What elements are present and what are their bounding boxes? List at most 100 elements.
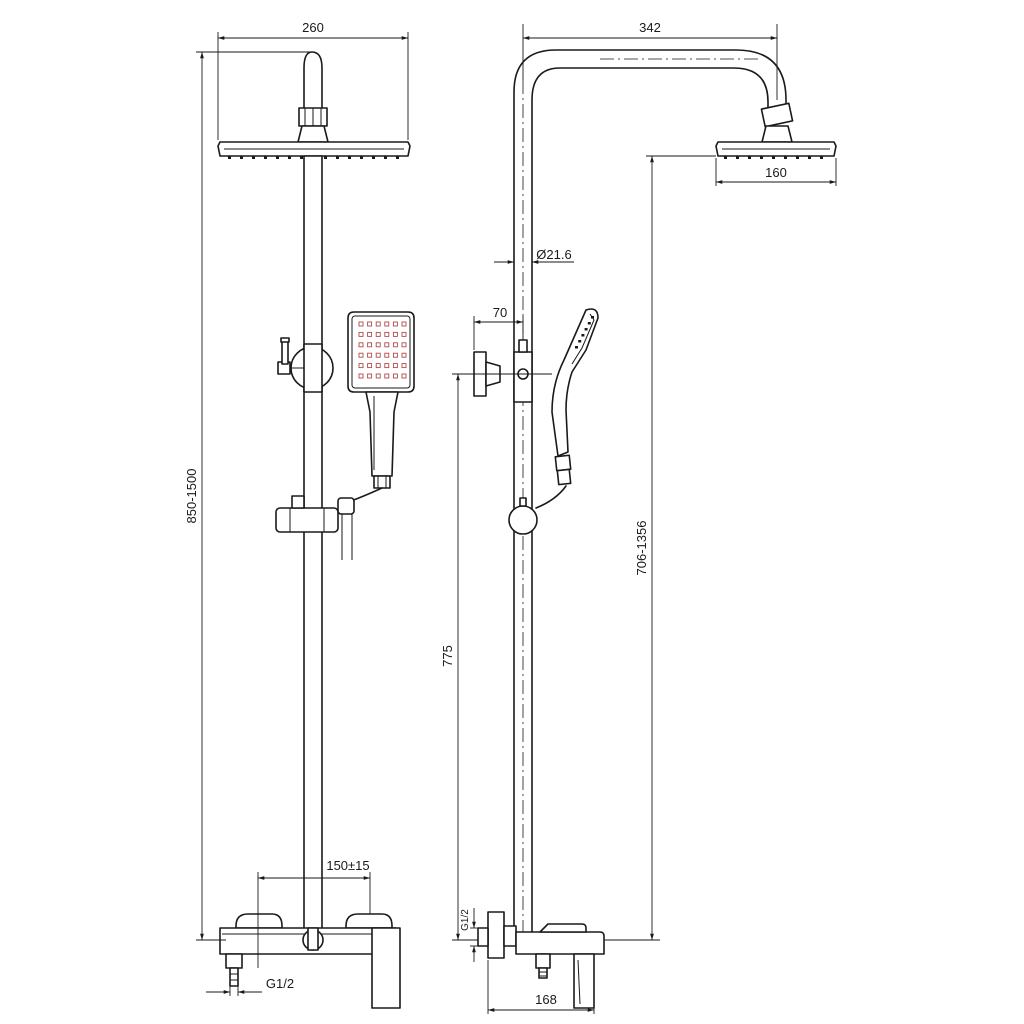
shower-arm: [513, 49, 787, 936]
spray-dot: [401, 342, 407, 348]
nozzle: [820, 156, 823, 159]
label-head-width: 260: [302, 20, 324, 35]
slide-holder: [275, 495, 355, 560]
spray-dot: [367, 373, 373, 379]
nozzle: [772, 156, 775, 159]
nozzle: [760, 156, 763, 159]
nozzle: [252, 156, 255, 159]
spray-dot: [358, 331, 364, 337]
diverter-lever: [281, 339, 289, 365]
nozzle: [748, 156, 751, 159]
side-view: 342 160 Ø21.6 70 775: [440, 20, 837, 1014]
nozzle: [264, 156, 267, 159]
spray-dot: [367, 331, 373, 337]
spray-dot: [392, 331, 398, 337]
front-view: 260 850-1500 150±15 G1/2: [184, 20, 415, 1009]
spray-dot: [401, 321, 407, 327]
dim-front-inlet-thread: G1/2: [206, 976, 294, 996]
nozzle: [228, 156, 231, 159]
label-side-head-diameter: 160: [765, 165, 787, 180]
spray-dot: [384, 342, 390, 348]
dim-holder-height: 775: [440, 373, 552, 941]
nozzle: [276, 156, 279, 159]
spray-dot: [358, 363, 364, 369]
mixer-body: [219, 913, 401, 1009]
dim-body-depth: 168: [487, 960, 595, 1014]
dim-head-height: 706-1356: [604, 155, 716, 941]
spray-dot: [392, 373, 398, 379]
nozzle: [384, 156, 387, 159]
nozzle: [240, 156, 243, 159]
main-pipe: [303, 155, 323, 937]
side-mixer: [477, 911, 605, 1009]
nozzle: [396, 156, 399, 159]
spray-dot: [367, 363, 373, 369]
side-shower-head: [715, 141, 837, 159]
spray-dot: [384, 373, 390, 379]
dim-pipe-diameter: Ø21.6: [494, 247, 574, 264]
overhead-shower-head: [217, 141, 411, 159]
label-total-height: 850-1500: [184, 469, 199, 524]
head-connector: [297, 125, 329, 143]
nozzle: [372, 156, 375, 159]
spray-dot: [375, 321, 381, 327]
label-inlet-spacing: 150±15: [326, 858, 369, 873]
side-wall-flange: [487, 911, 505, 959]
dim-side-inlet-thread: G1/2: [460, 908, 478, 962]
spray-dot: [375, 331, 381, 337]
spray-dot: [367, 342, 373, 348]
spray-dot: [358, 321, 364, 327]
label-body-depth: 168: [535, 992, 557, 1007]
nozzle: [591, 316, 594, 319]
nozzle: [578, 340, 582, 343]
hand-shower: [347, 311, 415, 489]
spray-dot: [384, 331, 390, 337]
side-hand-shower: [551, 308, 599, 486]
spray-dot: [375, 363, 381, 369]
spray-dot: [384, 352, 390, 358]
label-front-inlet-thread: G1/2: [266, 976, 294, 991]
nozzle: [581, 334, 585, 337]
nozzle: [796, 156, 799, 159]
dim-total-height: 850-1500: [184, 51, 312, 941]
spray-dot: [375, 373, 381, 379]
nozzle: [736, 156, 739, 159]
spray-dot: [384, 321, 390, 327]
nozzle: [324, 156, 327, 159]
label-knob-offset: 70: [493, 305, 507, 320]
dim-knob-offset: 70: [473, 305, 524, 350]
nozzle: [724, 156, 727, 159]
nozzle: [288, 156, 291, 159]
side-holder-knob: [508, 505, 538, 535]
spray-dot: [392, 363, 398, 369]
nozzle: [587, 322, 591, 325]
spray-dot: [392, 321, 398, 327]
nozzle: [348, 156, 351, 159]
spray-dot: [375, 342, 381, 348]
spray-dot: [367, 321, 373, 327]
nozzle: [784, 156, 787, 159]
nozzle: [336, 156, 339, 159]
label-head-height: 706-1356: [634, 521, 649, 576]
dim-inlet-spacing: 150±15: [257, 858, 371, 968]
pipe-overlay: [303, 343, 323, 393]
spray-dot: [401, 373, 407, 379]
spray-dot: [367, 352, 373, 358]
dim-side-head-diameter: 160: [715, 158, 837, 186]
side-head-nut: [760, 102, 794, 128]
spray-dot: [358, 342, 364, 348]
spray-dot: [401, 331, 407, 337]
spray-dot: [392, 342, 398, 348]
label-side-inlet-thread: G1/2: [460, 909, 471, 931]
spray-dot: [392, 352, 398, 358]
spray-dot: [384, 363, 390, 369]
nozzle: [575, 346, 578, 349]
nozzle: [808, 156, 811, 159]
nozzle: [584, 328, 588, 331]
dim-head-width: 260: [217, 20, 409, 140]
label-pipe-diameter: Ø21.6: [536, 247, 571, 262]
spray-dot: [401, 352, 407, 358]
side-diverter: [473, 339, 533, 403]
nozzle: [300, 156, 303, 159]
